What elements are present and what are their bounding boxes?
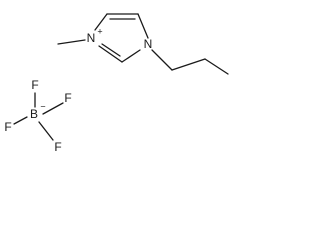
structure-canvas: N + N B − F F F F [0, 0, 242, 158]
bond-b-f-right [42, 102, 64, 115]
chemical-structure-diagram: N + N B − F F F F [4, 13, 229, 154]
bond-methyl [57, 39, 86, 45]
bond-propyl-3 [204, 58, 229, 75]
propyl-chain [151, 49, 229, 75]
bond-c5-n1 [137, 13, 149, 39]
atom-f-right: F [64, 91, 71, 105]
bond-n1-c2 [121, 49, 141, 63]
atom-f-left: F [4, 120, 11, 134]
tetrafluoroborate-anion: B − F F F F [4, 78, 71, 154]
bond-c2-n3-double [101, 43, 121, 57]
bond-n3-c4 [94, 13, 108, 31]
charge-minus: − [40, 101, 45, 111]
bond-c2-n3 [98, 45, 123, 63]
bond-b-f-left [13, 116, 28, 125]
atom-f-top: F [31, 78, 38, 92]
atom-f-bottom: F [54, 140, 61, 154]
atom-n-neutral: N [144, 37, 153, 51]
bond-propyl-2 [171, 58, 206, 71]
bond-b-f-bottom [38, 121, 54, 141]
imidazolium-ring [94, 13, 149, 63]
atom-boron: B [30, 107, 38, 121]
charge-plus: + [97, 26, 102, 36]
atom-n-charged: N [87, 31, 96, 45]
bond-propyl-1 [151, 49, 173, 71]
